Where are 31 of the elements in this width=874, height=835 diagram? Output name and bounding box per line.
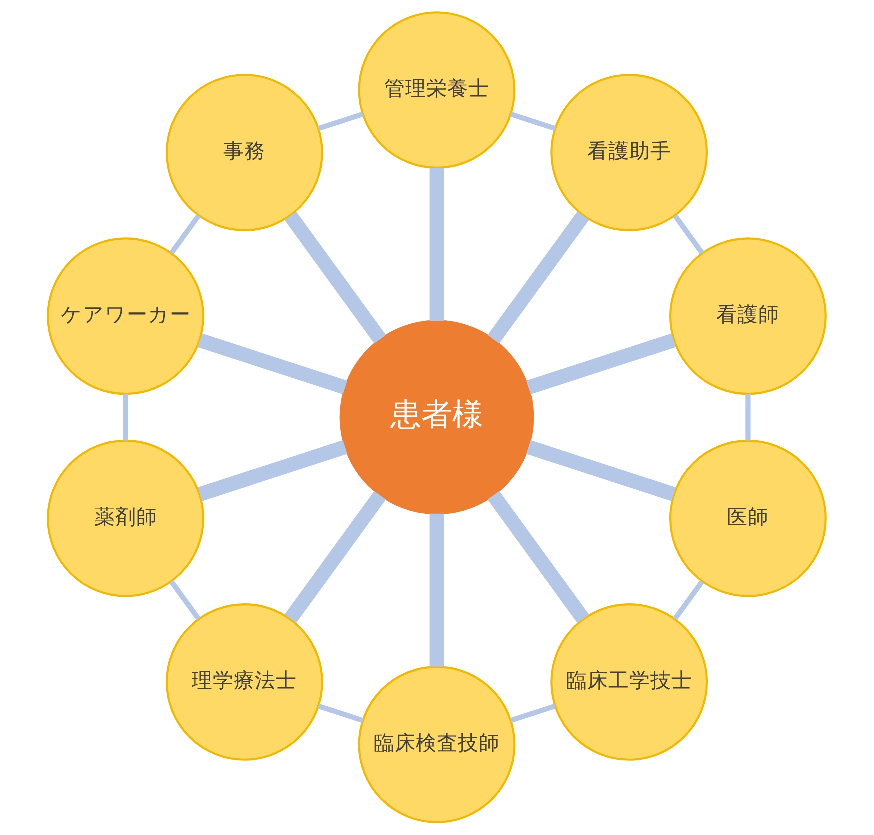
node-circle: ケアワーカー bbox=[47, 238, 204, 396]
connector bbox=[198, 334, 348, 395]
connector bbox=[488, 491, 590, 624]
node-circle: 看護助手 bbox=[550, 74, 708, 232]
node-circle: 患者様 bbox=[340, 320, 534, 515]
connector bbox=[526, 334, 676, 395]
connector bbox=[170, 214, 201, 255]
node-circle: 医師 bbox=[670, 440, 827, 598]
connector bbox=[673, 214, 704, 255]
connector bbox=[526, 440, 676, 502]
connector bbox=[318, 704, 364, 724]
connector bbox=[430, 168, 444, 322]
node-circle: 事務 bbox=[166, 74, 324, 232]
node-circle: 看護師 bbox=[670, 238, 827, 396]
node-circle: 臨床工学技士 bbox=[550, 604, 708, 761]
node-circle: 薬剤師 bbox=[47, 440, 204, 598]
connector bbox=[123, 394, 128, 441]
connector bbox=[430, 514, 444, 667]
connector bbox=[284, 212, 386, 344]
connector bbox=[746, 394, 751, 441]
connector bbox=[488, 212, 590, 344]
node-circle: 管理栄養士 bbox=[358, 12, 516, 169]
connector bbox=[673, 580, 704, 621]
connector bbox=[510, 704, 556, 724]
connector bbox=[510, 112, 556, 132]
connector bbox=[284, 491, 386, 624]
connector bbox=[318, 112, 364, 132]
connector bbox=[170, 580, 201, 620]
node-circle: 理学療法士 bbox=[166, 604, 324, 761]
connector bbox=[198, 440, 348, 502]
node-circle: 臨床検査技師 bbox=[358, 666, 516, 824]
